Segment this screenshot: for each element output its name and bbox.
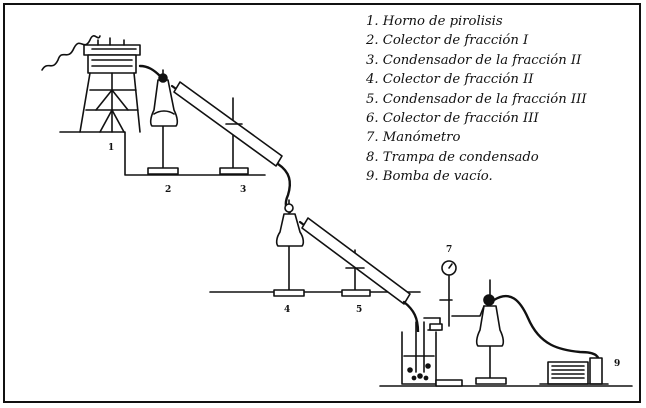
legend-item-3: 3. Condensador de la fracción II (366, 52, 582, 68)
legend-item-2: 2. Colector de fracción I (366, 33, 529, 49)
label-5: 5 (356, 305, 362, 315)
collector-fraction-2 (273, 199, 305, 297)
legend-item-5: 5. Condensador de la fracción III (366, 91, 587, 107)
condenser-fraction-3 (298, 217, 411, 305)
legend-item-1: 1. Horno de pirolisis (366, 14, 503, 29)
condenser-fraction-2 (170, 81, 283, 175)
tube-3 (402, 300, 420, 358)
collector-fraction-1 (147, 69, 179, 175)
legend-item-8: 8. Trampa de condensado (366, 149, 539, 165)
label-9: 9 (614, 359, 620, 369)
label-4: 4 (284, 305, 290, 315)
manometer (423, 260, 463, 387)
legend-item-6: 6. Colector de fracción III (366, 111, 539, 127)
bench-level-1 (59, 131, 266, 176)
legend-item-9: 9. Bomba de vacío. (366, 169, 493, 185)
condensate-trap (401, 321, 437, 385)
collector-fraction-3 (451, 279, 507, 385)
tube-1 (138, 64, 162, 78)
smoke-line (41, 35, 101, 71)
legend-item-4: 4. Colector de fracción II (366, 72, 534, 88)
legend: 1. Horno de pirolisis 2. Colector de fra… (366, 12, 587, 187)
label-1: 1 (108, 143, 114, 153)
label-2: 2 (165, 185, 171, 195)
legend-item-7: 7. Manómetro (366, 130, 461, 146)
pyrolysis-furnace (79, 37, 141, 133)
tube-4 (492, 294, 602, 368)
label-3: 3 (240, 185, 246, 195)
label-7: 7 (446, 245, 452, 255)
vacuum-pump (539, 357, 609, 385)
